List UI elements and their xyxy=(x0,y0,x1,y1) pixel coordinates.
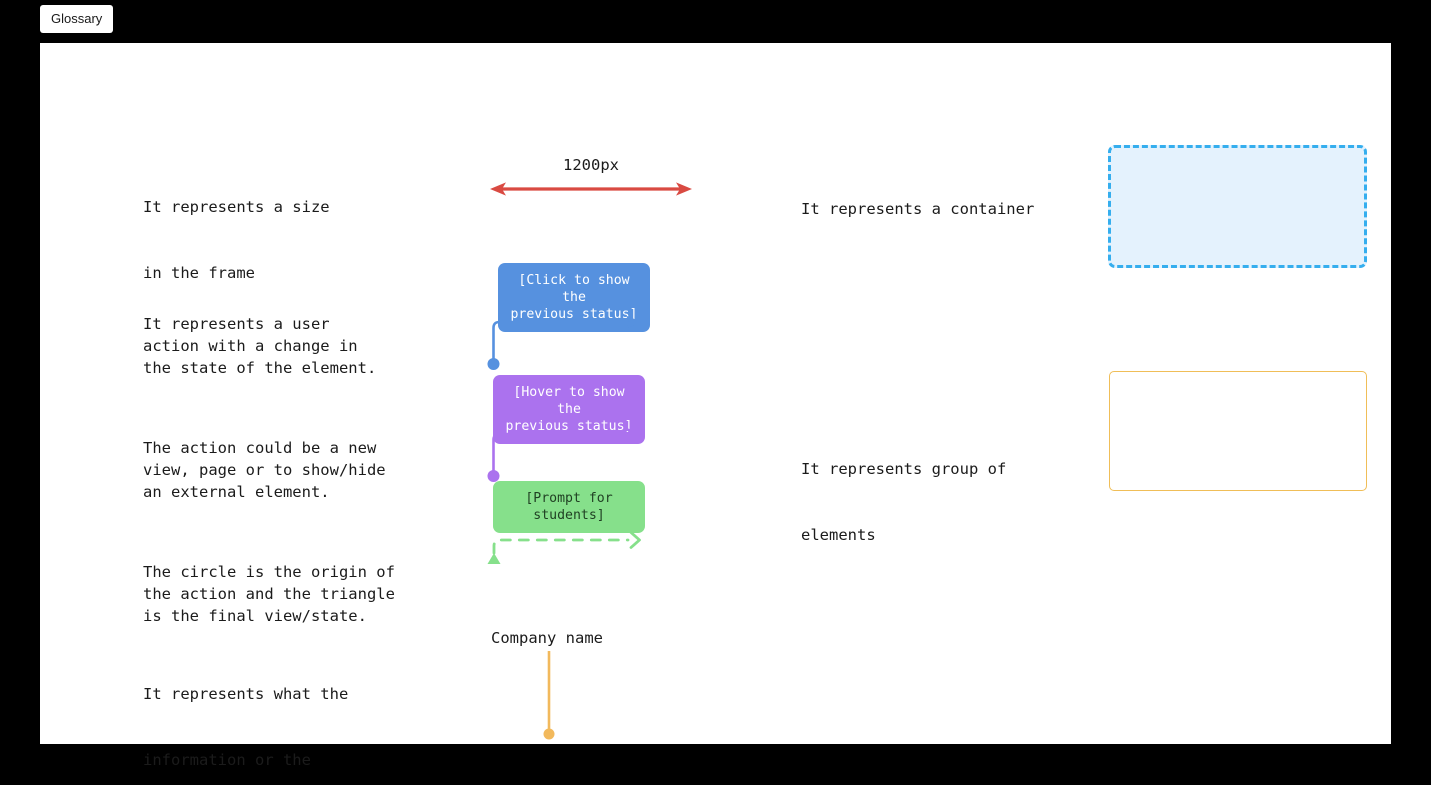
size-description: It represents a size in the frame xyxy=(143,152,433,328)
triangle-origin-icon xyxy=(487,553,501,564)
container-description: It represents a container xyxy=(801,200,1035,218)
chevron-right-icon xyxy=(629,531,641,549)
info-description-line-2: information or the xyxy=(143,751,311,769)
double-headed-arrow-icon xyxy=(490,182,692,196)
group-description-line-1: It represents group of xyxy=(801,460,1007,478)
size-measure-sample: 1200px xyxy=(490,156,692,196)
action-description: It represents a user action with a chang… xyxy=(143,269,433,671)
dot-origin-icon xyxy=(543,728,555,740)
glossary-frame: It represents a size in the frame 1200px… xyxy=(40,43,1391,769)
info-description: It represents what the information or th… xyxy=(143,639,433,785)
measure-label: 1200px xyxy=(563,156,619,174)
group-description: It represents group of elements xyxy=(801,414,1101,590)
annotation-leader-line-icon xyxy=(543,651,555,740)
action-paragraph-1: It represents a user action with a chang… xyxy=(143,315,377,377)
group-sample-box xyxy=(1109,371,1367,491)
glossary-tab[interactable]: Glossary xyxy=(40,5,114,33)
circle-origin-icon xyxy=(487,470,500,482)
circle-origin-icon xyxy=(487,358,500,370)
hover-action-sample: [Hover to show the previous status] xyxy=(487,375,690,482)
annotation-sample: Company name xyxy=(491,629,671,744)
click-badge[interactable]: [Click to show the previous status] xyxy=(498,263,650,332)
annotation-label: Company name xyxy=(491,629,603,647)
hover-flow-arrow-icon xyxy=(487,427,642,482)
group-description-line-2: elements xyxy=(801,526,876,544)
click-flow-arrow-icon xyxy=(487,315,642,370)
prompt-action-sample: [Prompt for students] xyxy=(487,481,690,576)
action-paragraph-3: The circle is the origin of the action a… xyxy=(143,563,395,625)
prompt-flow-arrow-icon xyxy=(487,531,641,564)
size-description-line-2: in the frame xyxy=(143,264,255,282)
action-paragraph-2: The action could be a new view, page or … xyxy=(143,439,386,501)
size-description-line-1: It represents a size xyxy=(143,198,330,216)
click-action-sample: [Click to show the previous status] xyxy=(487,263,690,370)
info-description-line-1: It represents what the xyxy=(143,685,349,703)
container-sample-box xyxy=(1108,145,1367,268)
hover-badge[interactable]: [Hover to show the previous status] xyxy=(493,375,645,444)
prompt-badge[interactable]: [Prompt for students] xyxy=(493,481,645,533)
